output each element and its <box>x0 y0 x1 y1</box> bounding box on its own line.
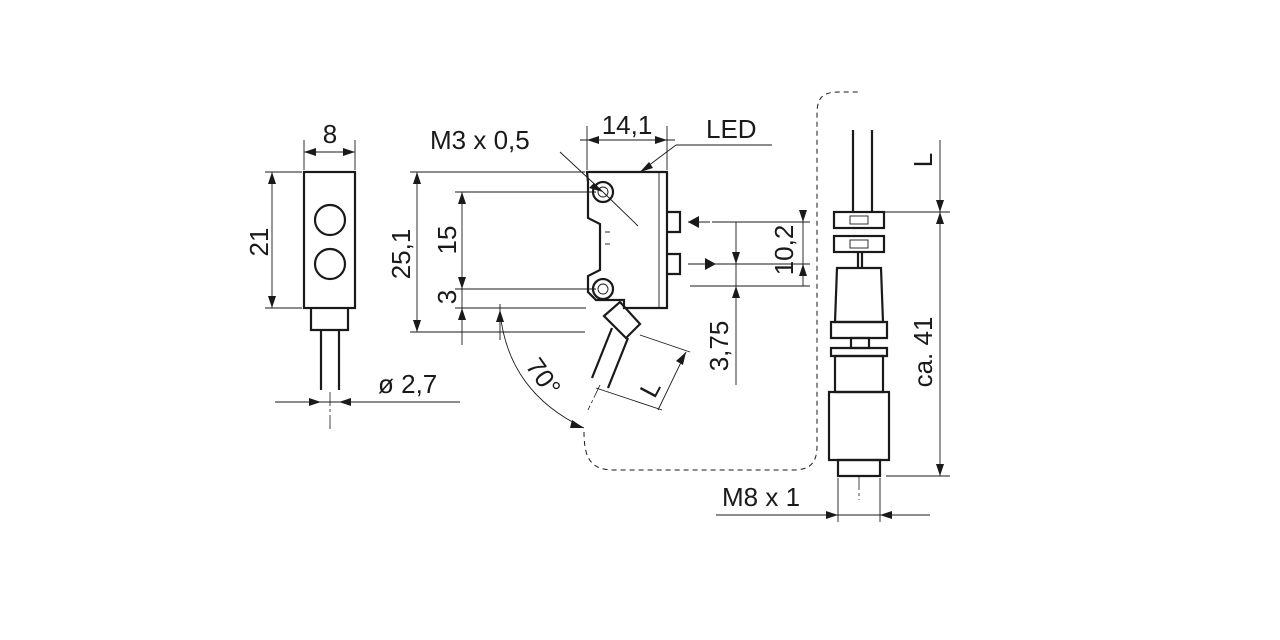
emitter-lens-side <box>667 210 682 234</box>
cable-gland-side <box>602 300 642 340</box>
cable-gland-front <box>309 308 350 332</box>
dim-width-label: 8 <box>323 119 337 149</box>
dim-cable-length-label: L <box>633 375 666 402</box>
dim-body-height-label: 25,1 <box>386 229 416 280</box>
dim-hole-spacing-label: 15 <box>432 226 462 255</box>
front-view: 8 21 ø 2,7 <box>244 119 460 432</box>
dim-cable-offset-label: 3,75 <box>704 321 734 372</box>
dim-hole-offset-label: 3 <box>432 290 462 304</box>
dim-lens-spacing-label: 10,2 <box>769 225 799 276</box>
light-in-arrow <box>688 216 699 228</box>
dim-pigtail-length-label: L <box>908 153 938 167</box>
thread-label: M3 x 0,5 <box>430 125 530 155</box>
emitter-lens <box>313 203 347 237</box>
dim-angle-arc <box>499 311 585 429</box>
led-label: LED <box>706 114 757 144</box>
crimp-sleeve-top <box>832 210 886 230</box>
light-out-arrow <box>705 258 716 270</box>
dim-connector-length-label: ca. 41 <box>908 317 938 388</box>
crimp-sleeve-bottom <box>832 234 886 254</box>
dim-connector-thread-label: M8 x 1 <box>722 482 800 512</box>
sensor-front-body <box>302 170 357 310</box>
receiver-lens <box>313 247 347 281</box>
sensor-side-body <box>585 170 669 310</box>
pigtail-cable <box>851 130 874 212</box>
cable-side <box>590 327 630 389</box>
cable-front <box>319 330 341 390</box>
side-view: M3 x 0,5 14,1 LED 25,1 15 3 <box>386 110 810 429</box>
connector-grip <box>833 266 885 324</box>
receiver-lens-side <box>667 252 682 276</box>
variant-separator <box>583 91 860 471</box>
connector-notch <box>849 336 871 350</box>
dim-depth-label: 14,1 <box>602 110 653 140</box>
connector-view: L ca. 41 M8 x 1 <box>716 130 950 522</box>
dim-height-label: 21 <box>244 228 274 257</box>
connector-nut <box>827 390 891 462</box>
connector-thread <box>836 458 882 478</box>
dim-cable-diameter-label: ø 2,7 <box>378 369 437 399</box>
dim-angle-label: 70° <box>520 352 567 401</box>
